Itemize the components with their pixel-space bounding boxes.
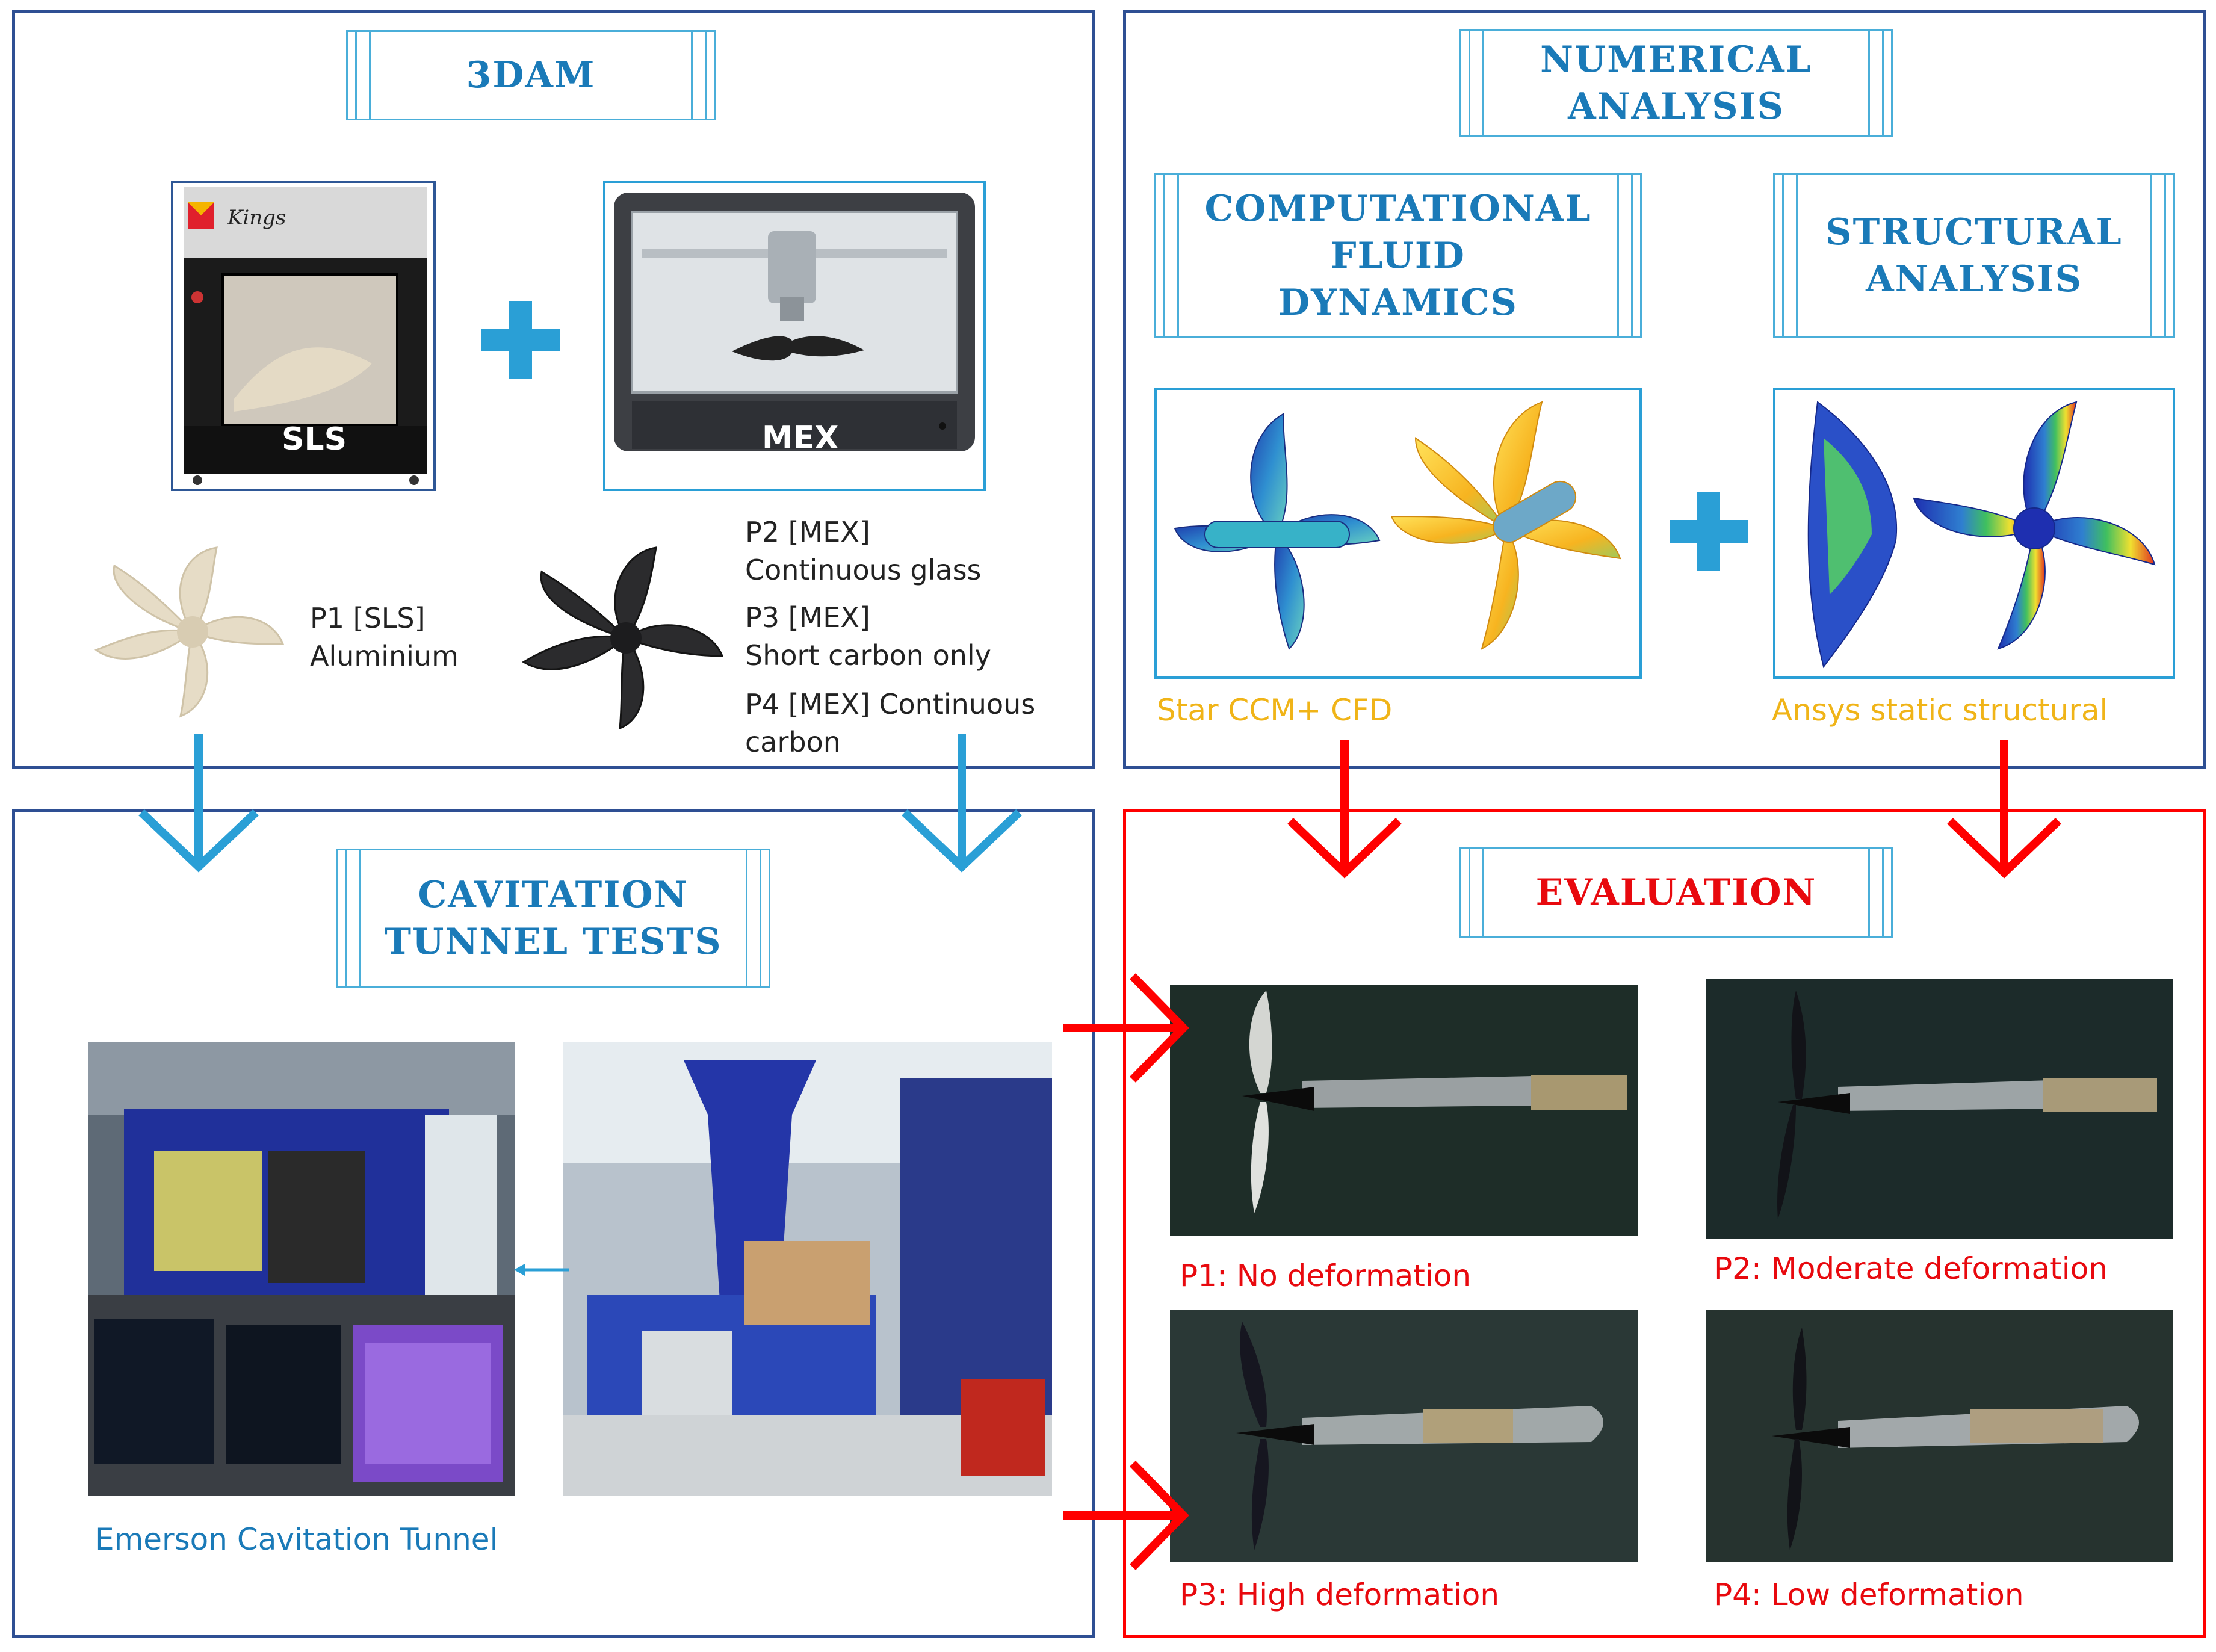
3dam-title: 3DAM	[346, 30, 716, 120]
cfd-image	[1154, 388, 1642, 679]
p3-text-line1: P3 [MEX]	[745, 601, 870, 634]
p3-result-label: P3: High deformation	[1180, 1577, 1500, 1612]
structural-title: STRUCTURAL ANALYSIS	[1773, 173, 2175, 338]
mex-label: MEX	[762, 420, 839, 456]
arrowhead-cfd-to-evaluation	[1287, 817, 1402, 879]
evaluation-panel	[1123, 809, 2206, 1638]
structural-propellers-illustration	[1807, 401, 2156, 669]
cfd-propellers-illustration	[1174, 401, 1621, 650]
p3-result-photo	[1170, 1310, 1638, 1562]
red-right-arrows	[1063, 973, 1189, 1570]
sls-printer-illustration	[184, 187, 427, 485]
cavitation-title: CAVITATION TUNNEL TESTS	[336, 849, 770, 988]
mex-printer-illustration	[614, 193, 975, 451]
cavitation-caption: Emerson Cavitation Tunnel	[95, 1522, 498, 1557]
p4-text-line2: carbon	[745, 726, 841, 758]
cavitation-control-room-photo	[88, 1042, 515, 1496]
p1-result-photo	[1170, 985, 1638, 1236]
p2-result-label: P2: Moderate deformation	[1714, 1251, 2108, 1286]
arrowhead-structural-to-evaluation	[1947, 817, 2061, 879]
structural-image	[1773, 388, 2175, 679]
photo-link-arrow	[514, 1264, 569, 1276]
p2-text-line1: P2 [MEX]	[745, 516, 870, 548]
p2-p4-propeller-image	[522, 546, 724, 730]
cavitation-tunnel-hall-photo	[563, 1042, 1052, 1496]
mex-printer-image: MEX	[603, 181, 986, 491]
red-down-arrows	[1287, 740, 2061, 879]
p4-result-label: P4: Low deformation	[1714, 1577, 2024, 1612]
plus-icon-am	[481, 301, 560, 379]
p1-result-label: P1: No deformation	[1180, 1258, 1472, 1293]
p2-text-line2: Continuous glass	[745, 554, 982, 586]
arrowhead-p1-to-tunnel	[138, 809, 259, 873]
evaluation-title: EVALUATION	[1459, 847, 1893, 938]
p2-result-photo	[1706, 979, 2173, 1239]
plus-icon-numerical	[1670, 492, 1748, 571]
structural-caption: Ansys static structural	[1772, 693, 2108, 728]
arrowhead-tunnel-to-p1	[1129, 973, 1189, 1083]
cavitation-panel	[12, 809, 1095, 1638]
sls-brand-text: Kings	[227, 206, 286, 230]
cfd-caption: Star CCM+ CFD	[1157, 693, 1393, 728]
sls-printer-image: Kings SLS	[171, 181, 436, 491]
p1-text-line1: P1 [SLS]	[310, 602, 426, 634]
p1-text-line2: Aluminium	[310, 640, 459, 672]
cfd-title: COMPUTATIONAL FLUID DYNAMICS	[1154, 173, 1642, 338]
numerical-analysis-title: NUMERICAL ANALYSIS	[1459, 29, 1893, 137]
sls-label: SLS	[282, 421, 347, 457]
p4-result-photo	[1706, 1310, 2173, 1562]
p4-text-line1: P4 [MEX] Continuous	[745, 688, 1036, 720]
p3-text-line2: Short carbon only	[745, 639, 991, 672]
blue-down-arrows	[138, 734, 1022, 873]
p1-propeller-image	[94, 546, 285, 718]
3dam-panel	[12, 10, 1095, 769]
arrowhead-tunnel-to-p3	[1129, 1461, 1189, 1570]
numerical-analysis-panel	[1123, 10, 2206, 769]
arrowhead-mex-to-tunnel	[902, 809, 1022, 873]
